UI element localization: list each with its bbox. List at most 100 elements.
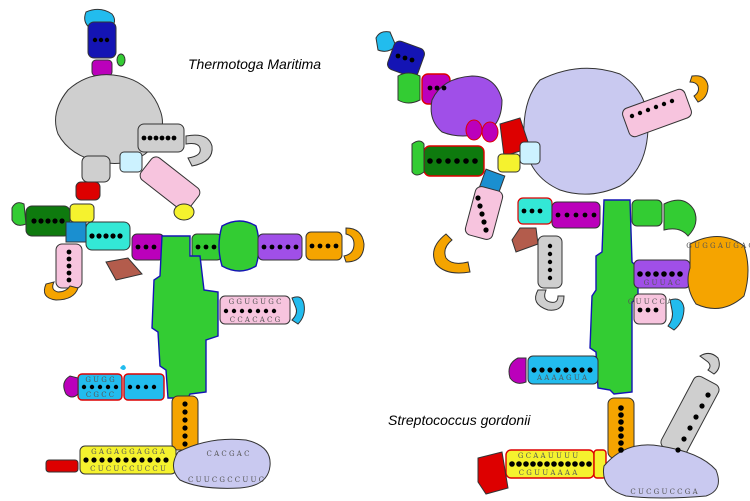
- base-pair-dot: [182, 409, 187, 414]
- base-pair-dot: [592, 213, 597, 218]
- base-pair-dot: [294, 245, 299, 250]
- base-pair-dot: [147, 457, 152, 462]
- base-pair-dot: [522, 209, 527, 214]
- base-pair-dot: [565, 213, 570, 218]
- base-pair-dot: [248, 309, 252, 313]
- left-cyan-drop: [120, 365, 126, 370]
- left-magenta-small: [92, 60, 112, 76]
- base-pair-dot: [67, 257, 72, 262]
- base-pair-dot: [571, 367, 576, 372]
- base-pair-dot: [270, 245, 275, 250]
- base-pair-dot: [445, 158, 451, 164]
- left-green-loop: [219, 221, 259, 271]
- left-lightcyan-box: [120, 152, 142, 172]
- base-pair-dot: [548, 260, 552, 264]
- base-pair-dot: [114, 385, 118, 389]
- right-gray-hook: [536, 290, 564, 310]
- base-pair-dot: [52, 218, 57, 223]
- base-pair-dot: [93, 38, 97, 42]
- base-pair-dot: [166, 136, 171, 141]
- base-pair-dot: [182, 401, 187, 406]
- left-blue-junction: [66, 222, 86, 242]
- base-pair-dot: [547, 367, 552, 372]
- base-pair-dot: [182, 441, 187, 446]
- base-pair-dot: [537, 461, 543, 467]
- base-pair-dot: [618, 405, 624, 411]
- base-pair-dot: [538, 209, 543, 214]
- left-yellow-box: [70, 204, 94, 222]
- base-pair-dot: [705, 392, 710, 397]
- base-pair-dot: [232, 309, 236, 313]
- base-pair-dot: [539, 367, 544, 372]
- base-pair-dot: [152, 385, 156, 389]
- right-purple-helix-seq: G U U A C: [644, 279, 681, 287]
- base-pair-dot: [427, 158, 433, 164]
- base-pair-dot: [154, 136, 159, 141]
- base-pair-dot: [182, 425, 187, 430]
- base-pair-dot: [442, 86, 447, 91]
- base-pair-dot: [630, 114, 634, 118]
- base-pair-dot: [699, 403, 704, 408]
- base-pair-dot: [326, 244, 331, 249]
- base-pair-dot: [106, 385, 110, 389]
- left-orange-cap: [344, 228, 364, 262]
- base-pair-dot: [435, 86, 440, 91]
- left-gray-hook: [186, 135, 212, 166]
- base-pair-dot: [681, 436, 686, 441]
- base-pair-dot: [509, 461, 515, 467]
- base-pair-dot: [548, 244, 552, 248]
- base-pair-dot: [558, 461, 564, 467]
- base-pair-dot: [172, 136, 177, 141]
- base-pair-dot: [646, 308, 651, 313]
- base-pair-dot: [163, 457, 168, 462]
- base-pair-dot: [565, 461, 571, 467]
- right-red-end: [478, 452, 508, 494]
- base-pair-dot: [654, 308, 659, 313]
- base-pair-dot: [693, 414, 698, 419]
- base-pair-dot: [583, 213, 588, 218]
- base-pair-dot: [523, 461, 529, 467]
- base-pair-dot: [670, 99, 674, 103]
- base-pair-dot: [436, 158, 442, 164]
- base-pair-dot: [618, 419, 624, 425]
- left-blue-helix-top-seq: G U G G: [85, 376, 115, 384]
- left-red-box: [76, 182, 100, 200]
- right-blue-helix-seq: A A A A G U A: [536, 374, 588, 382]
- left-structure: G G U G U G C C C A C A C G G U G G C G …: [12, 9, 364, 488]
- base-pair-dot: [646, 108, 650, 112]
- base-pair-dot: [67, 271, 72, 276]
- base-pair-dot: [99, 457, 104, 462]
- base-pair-dot: [530, 461, 536, 467]
- base-pair-dot: [204, 245, 209, 250]
- base-pair-dot: [105, 38, 109, 42]
- base-pair-dot: [155, 457, 160, 462]
- base-pair-dot: [107, 457, 112, 462]
- base-pair-dot: [454, 158, 460, 164]
- base-pair-dot: [182, 433, 187, 438]
- right-orange-hook: [434, 234, 470, 273]
- base-pair-dot: [579, 367, 584, 372]
- base-pair-dot: [38, 218, 43, 223]
- base-pair-dot: [618, 433, 624, 439]
- right-lightcyan-box: [520, 142, 540, 164]
- base-pair-dot: [653, 271, 659, 277]
- right-magenta-cap: [509, 358, 526, 383]
- base-pair-dot: [115, 457, 120, 462]
- base-pair-dot: [563, 367, 568, 372]
- base-pair-dot: [638, 111, 642, 115]
- base-pair-dot: [654, 105, 658, 109]
- right-long-helix-bottom-seq: C G U U A A A A: [519, 469, 578, 477]
- base-pair-dot: [516, 461, 522, 467]
- base-pair-dot: [45, 218, 50, 223]
- base-pair-dot: [662, 102, 666, 106]
- left-magenta-cap: [64, 376, 78, 397]
- base-pair-dot: [240, 309, 244, 313]
- base-pair-dot: [256, 309, 260, 313]
- left-green-dot: [117, 54, 125, 66]
- right-cyan-cap-small: [668, 299, 684, 330]
- base-pair-dot: [144, 385, 148, 389]
- base-pair-dot: [669, 271, 675, 277]
- base-pair-dot: [286, 245, 291, 250]
- base-pair-dot: [555, 367, 560, 372]
